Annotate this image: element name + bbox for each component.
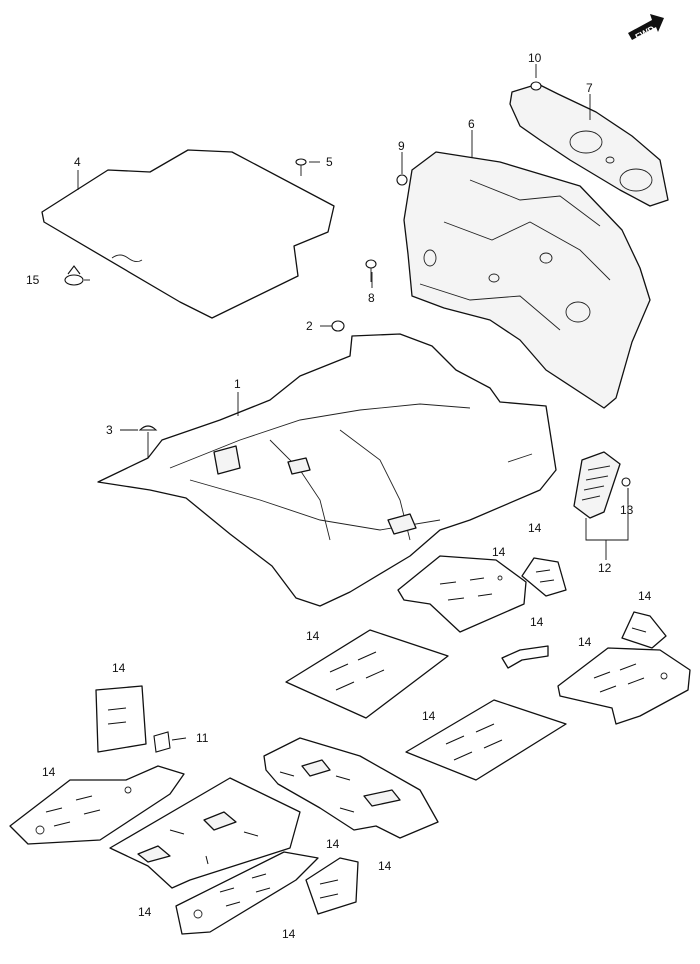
callout-5: 5 xyxy=(326,155,333,169)
part-9-nut xyxy=(396,174,408,186)
part-10-nut xyxy=(530,81,542,91)
part-14-strip-d xyxy=(501,645,549,669)
callout-4: 4 xyxy=(74,155,81,169)
part-14-pad-b xyxy=(397,555,527,633)
part-11-clip xyxy=(153,731,171,753)
part-1-floor-carpet xyxy=(97,333,557,607)
callout-12: 12 xyxy=(598,561,612,575)
callout-15: 15 xyxy=(26,273,40,287)
callout-9: 9 xyxy=(398,139,405,153)
callout-14-j: 14 xyxy=(378,859,392,873)
part-4-rear-mat xyxy=(41,149,335,319)
callout-14-a: 14 xyxy=(528,521,542,535)
leader-lines xyxy=(77,64,629,741)
part-14-pad-h xyxy=(405,699,567,781)
fwd-arrow-icon: FWD xyxy=(628,14,664,42)
callout-14-k: 14 xyxy=(326,837,340,851)
callout-3: 3 xyxy=(106,423,113,437)
callout-2: 2 xyxy=(306,319,313,333)
callout-8: 8 xyxy=(368,291,375,305)
callout-14-m: 14 xyxy=(282,927,296,941)
part-14-pad-m xyxy=(175,851,319,935)
part-14-pad-l xyxy=(305,857,359,915)
callout-1: 1 xyxy=(234,377,241,391)
callout-11: 11 xyxy=(196,731,209,745)
callout-14-i: 14 xyxy=(42,765,56,779)
callout-labels: 1 2 3 4 5 6 7 8 9 10 11 12 13 15 14 14 1… xyxy=(26,51,652,941)
part-14-pad-e xyxy=(285,629,449,719)
callout-13: 13 xyxy=(620,503,634,517)
part-14-pad-c xyxy=(621,611,667,649)
callout-7: 7 xyxy=(586,81,593,95)
callout-14-e: 14 xyxy=(306,629,320,643)
callout-14-g: 14 xyxy=(112,661,126,675)
part-13-clip xyxy=(621,477,631,487)
callout-10: 10 xyxy=(528,51,542,65)
callout-14-h: 14 xyxy=(422,709,436,723)
part-7-cowl-panel xyxy=(509,83,669,207)
part-12-grille xyxy=(573,451,621,519)
part-6-dash-silencer xyxy=(403,151,651,409)
callout-14-d: 14 xyxy=(530,615,544,629)
part-14-pad-i xyxy=(263,737,439,839)
part-2-clip xyxy=(331,320,345,332)
callout-6: 6 xyxy=(468,117,475,131)
part-5-fastener xyxy=(295,158,307,176)
part-14-pad-k xyxy=(109,777,301,889)
callout-14-c: 14 xyxy=(638,589,652,603)
callout-14-l: 14 xyxy=(138,905,152,919)
callout-14-b: 14 xyxy=(492,545,506,559)
part-14-pad-j xyxy=(9,765,185,845)
part-8-clip xyxy=(365,259,377,282)
callout-14-f: 14 xyxy=(578,635,592,649)
part-14-pad-g xyxy=(95,685,147,753)
part-15-clip xyxy=(64,265,84,286)
part-14-pad-a xyxy=(521,557,567,597)
part-14-pad-f xyxy=(557,647,691,725)
